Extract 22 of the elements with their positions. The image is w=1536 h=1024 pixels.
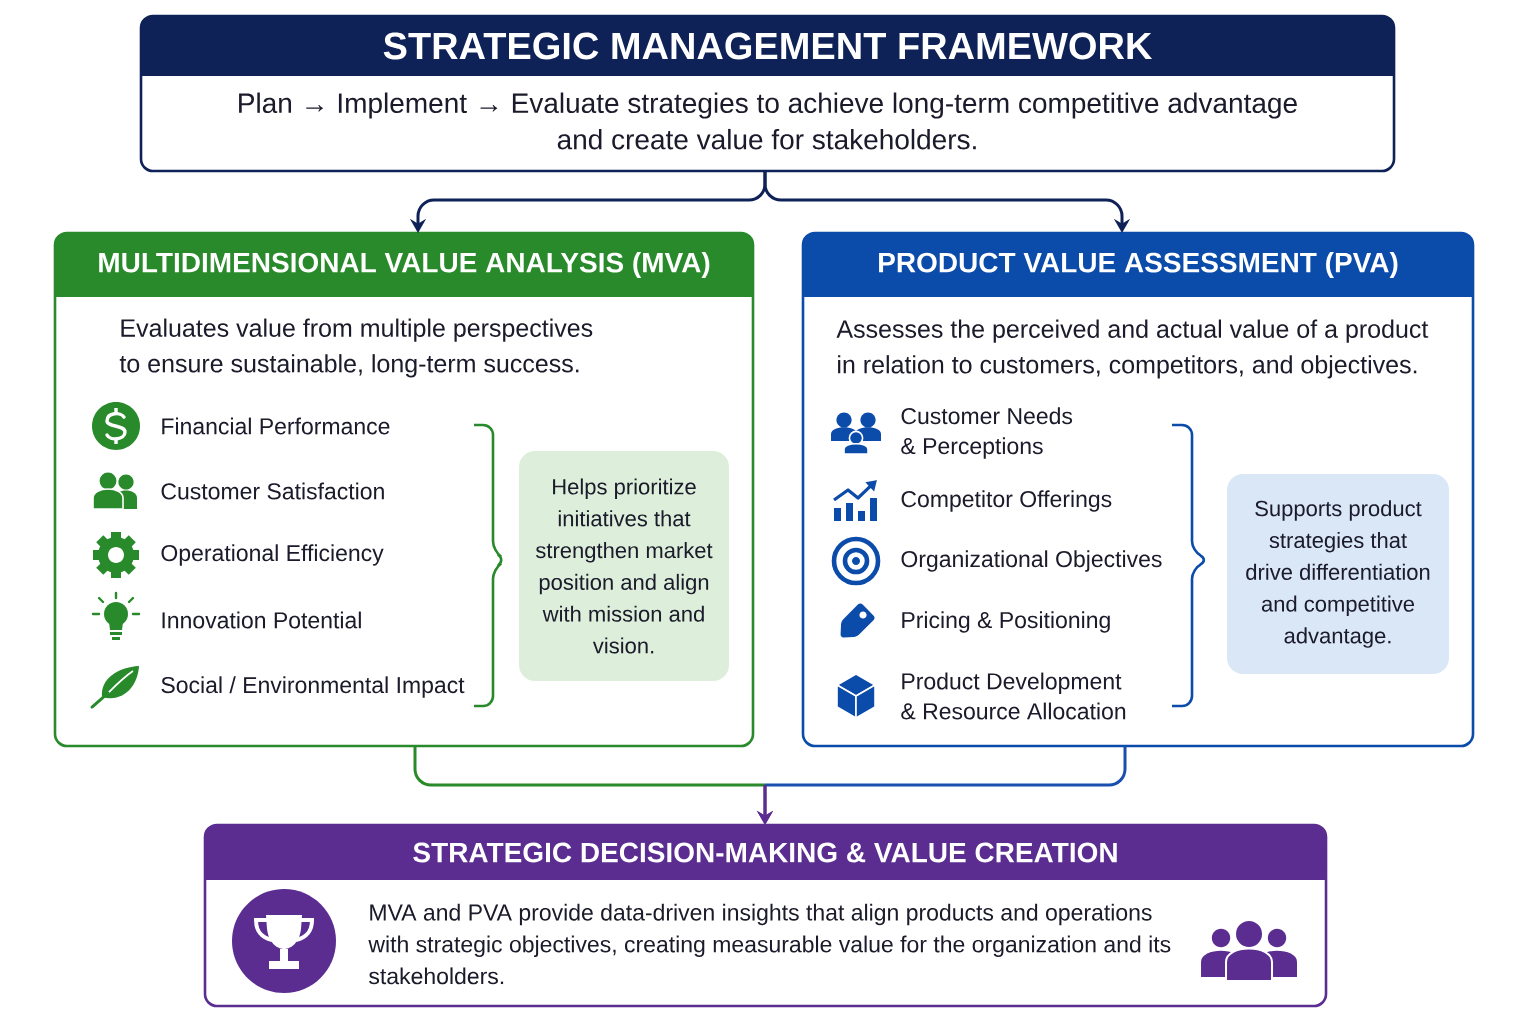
description: Evaluates value from multiple perspectives to ensure sustainable, long-term success. bbox=[119, 318, 593, 378]
panel bbox=[139, 14, 1396, 173]
header-bar: PRODUCT VALUE ASSESSMENT (PVA) bbox=[803, 233, 1473, 297]
header-bar: STRATEGIC MANAGEMENT FRAMEWORK bbox=[141, 16, 1394, 76]
note-box: Supports product strategies that drive differentiation and competitive advantage. bbox=[1227, 474, 1449, 674]
item-label: Customer Needs & Perceptions bbox=[901, 407, 1073, 459]
item-label: Product Development & Resource Allocation bbox=[901, 672, 1126, 720]
description: MVA and PVA provide data-driven insights that align products and operations with strategic objectives, creating measurable value for the organization and its stakeholders. bbox=[368, 903, 1171, 985]
description: Plan → Implement → Evaluate strategies to achieve long-term competitive advantage and create value for stakeholders. bbox=[239, 92, 1297, 150]
panel bbox=[203, 823, 1328, 1008]
note-box: Helps prioritize initiatives that strengthen market position and align with mission and vision. bbox=[519, 451, 729, 681]
item-label: Competitor Offerings bbox=[901, 490, 1112, 512]
item-label: Pricing & Positioning bbox=[902, 611, 1110, 633]
header-bar: STRATEGIC DECISION-MAKING & VALUE CREATION bbox=[205, 825, 1326, 880]
item-label: Financial Performance bbox=[162, 417, 390, 435]
description: Assesses the perceived and actual value of a product in relation to customers, competitors, and objectives. bbox=[836, 319, 1429, 379]
item-label: Innovation Potential bbox=[162, 611, 361, 629]
item-label: Social / Environmental Impact bbox=[161, 676, 465, 698]
item-label: Organizational Objectives bbox=[901, 550, 1162, 572]
item-label: Customer Satisfaction bbox=[161, 482, 384, 500]
header-bar: MULTIDIMENSIONAL VALUE ANALYSIS (MVA) bbox=[55, 233, 753, 297]
item-label: Operational Efficiency bbox=[161, 544, 384, 566]
